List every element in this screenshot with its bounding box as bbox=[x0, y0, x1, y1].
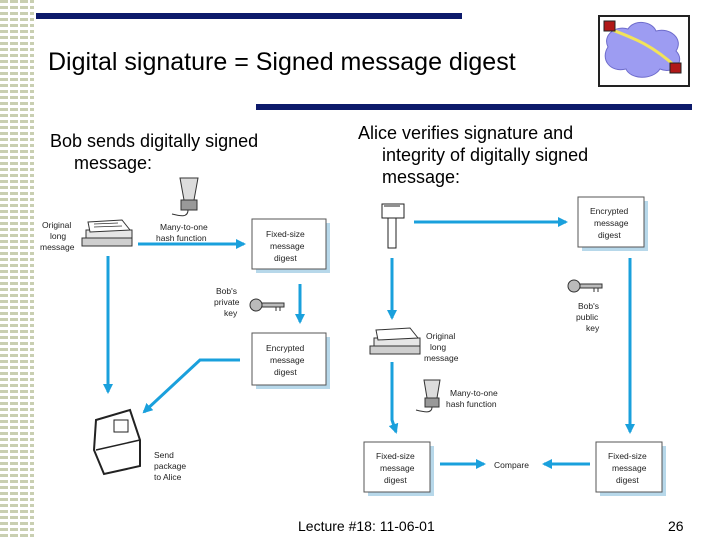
alice-hash-function-icon bbox=[416, 380, 440, 412]
svg-text:Original: Original bbox=[426, 331, 455, 341]
svg-text:hash function: hash function bbox=[156, 233, 207, 243]
bob-private-key-icon bbox=[250, 299, 284, 311]
bob-arrow-encrypted-to-mailbox bbox=[144, 360, 240, 412]
footer-lecture: Lecture #18: 11-06-01 bbox=[298, 518, 435, 534]
svg-text:Encrypted: Encrypted bbox=[590, 206, 629, 216]
alice-fixed-digest-right-box: Fixed-size message digest bbox=[596, 442, 666, 496]
svg-text:message: message bbox=[612, 463, 647, 473]
svg-text:message: message bbox=[270, 241, 305, 251]
svg-text:Fixed-size: Fixed-size bbox=[608, 451, 647, 461]
svg-text:key: key bbox=[586, 323, 600, 333]
bob-private-key-label: Bob's private key bbox=[214, 286, 240, 318]
svg-text:Encrypted: Encrypted bbox=[266, 343, 305, 353]
svg-text:long: long bbox=[50, 231, 66, 241]
alice-public-key-icon bbox=[568, 280, 602, 292]
svg-text:message: message bbox=[594, 218, 629, 228]
svg-text:package: package bbox=[154, 461, 186, 471]
compare-label: Compare bbox=[494, 460, 529, 470]
alice-mailbox-icon bbox=[382, 204, 404, 248]
alice-fixed-digest-left-box: Fixed-size message digest bbox=[364, 442, 434, 496]
alice-original-message-label: Original long message bbox=[424, 331, 459, 363]
svg-text:Bob's: Bob's bbox=[578, 301, 599, 311]
bob-hash-function-label: Many-to-one hash function bbox=[156, 222, 208, 243]
bob-mailbox-icon bbox=[94, 410, 140, 474]
svg-text:Many-to-one: Many-to-one bbox=[450, 388, 498, 398]
svg-text:Send: Send bbox=[154, 450, 174, 460]
alice-public-key-label: Bob's public key bbox=[576, 301, 600, 333]
svg-text:Bob's: Bob's bbox=[216, 286, 237, 296]
svg-text:Fixed-size: Fixed-size bbox=[266, 229, 305, 239]
bob-document-stack-icon bbox=[82, 220, 132, 246]
bob-encrypted-digest-box: Encrypted message digest bbox=[252, 333, 330, 389]
svg-text:long: long bbox=[430, 342, 446, 352]
svg-text:digest: digest bbox=[274, 253, 297, 263]
svg-text:digest: digest bbox=[616, 475, 639, 485]
svg-text:Original: Original bbox=[42, 220, 71, 230]
svg-text:digest: digest bbox=[384, 475, 407, 485]
bob-fixed-digest-box: Fixed-size message digest bbox=[252, 219, 330, 273]
svg-text:hash function: hash function bbox=[446, 399, 497, 409]
svg-text:message: message bbox=[380, 463, 415, 473]
svg-text:message: message bbox=[40, 242, 75, 252]
svg-text:message: message bbox=[424, 353, 459, 363]
svg-text:Fixed-size: Fixed-size bbox=[376, 451, 415, 461]
svg-text:Many-to-one: Many-to-one bbox=[160, 222, 208, 232]
bob-original-message-label: Original long message bbox=[40, 220, 75, 252]
alice-document-stack-icon bbox=[370, 328, 420, 354]
svg-text:public: public bbox=[576, 312, 599, 322]
svg-text:message: message bbox=[270, 355, 305, 365]
bob-send-package-label: Send package to Alice bbox=[154, 450, 186, 482]
svg-text:digest: digest bbox=[274, 367, 297, 377]
svg-text:key: key bbox=[224, 308, 238, 318]
alice-arrow-to-left-digest bbox=[392, 362, 396, 432]
alice-encrypted-digest-box: Encrypted message digest bbox=[578, 197, 648, 251]
bob-hash-function-icon bbox=[172, 178, 198, 216]
svg-text:digest: digest bbox=[598, 230, 621, 240]
svg-text:private: private bbox=[214, 297, 240, 307]
alice-hash-function-label: Many-to-one hash function bbox=[446, 388, 498, 409]
svg-text:to Alice: to Alice bbox=[154, 472, 182, 482]
page-number: 26 bbox=[668, 518, 684, 534]
